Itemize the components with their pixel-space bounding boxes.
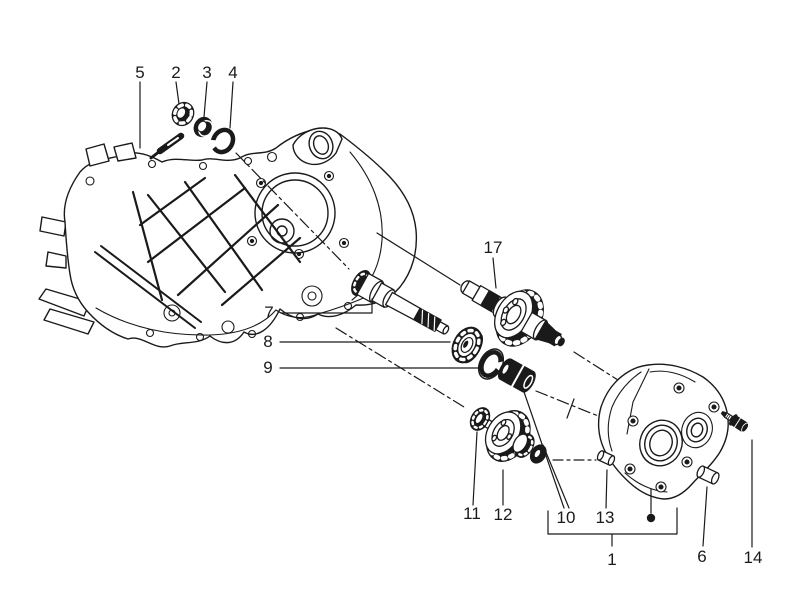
callout-13: 13 [596, 508, 615, 527]
chamber-bolt-holes [246, 170, 350, 260]
dowel-part-13 [596, 450, 616, 466]
callout-6: 6 [697, 547, 706, 566]
crankcase-lug [85, 143, 110, 167]
callout-7: 7 [264, 303, 273, 322]
counter-gear-cluster [469, 407, 547, 464]
callout-labels: 5 2 3 4 17 7 8 9 11 12 10 13 1 6 14 [135, 63, 762, 569]
callout-10: 10 [557, 508, 576, 527]
callout-14: 14 [744, 548, 763, 567]
rib-webbing [131, 173, 302, 307]
axis-gear17-entry [376, 232, 461, 286]
leader-lines [139, 81, 753, 548]
leader-13 [605, 469, 608, 509]
drive-shaft-part-7 [351, 269, 450, 335]
cover-bolt-bosses [624, 382, 720, 493]
transmission-cover [597, 363, 729, 500]
washer-part-3 [193, 116, 214, 138]
gasket-line [95, 296, 367, 336]
crankcase-lug [45, 251, 67, 269]
arm-hole-inner [312, 135, 330, 155]
assembly-axis-lines [235, 152, 688, 461]
cover-ridge [649, 370, 696, 383]
cover-output-hole [639, 419, 683, 467]
arm-hole [308, 130, 334, 160]
ball-bearing-part-8 [451, 326, 484, 364]
center-boss [269, 218, 295, 244]
crank-chamber-inner [261, 179, 329, 247]
pin-part-5 [149, 132, 185, 160]
axis-nut-to-shaft [235, 152, 350, 270]
callout-17: 17 [484, 238, 503, 257]
axis-jog [566, 398, 575, 419]
bushing-part-6 [696, 465, 720, 485]
leader-10b [542, 444, 570, 509]
circlip-part-4 [205, 127, 236, 155]
gear-part-12 [484, 410, 535, 462]
collar-spacer [529, 444, 547, 464]
crankcase-lug [43, 308, 95, 335]
leader-10a [522, 388, 565, 509]
callout-12: 12 [494, 505, 513, 524]
callout-4: 4 [228, 63, 237, 82]
leader-17 [492, 257, 497, 289]
leader-7 [280, 298, 373, 314]
crankcase-lug [113, 142, 137, 162]
leader-4 [229, 81, 234, 129]
callout-8: 8 [263, 332, 272, 351]
cover-shaft-hole [686, 417, 708, 443]
callout-2: 2 [171, 63, 180, 82]
leader-11 [472, 431, 478, 506]
gear-shaft-part-17 [460, 280, 565, 347]
bolt-part-14 [720, 411, 749, 433]
nut-part-2 [171, 101, 195, 127]
leader-6 [702, 486, 708, 547]
oil-seal-part-9 [477, 348, 512, 380]
leader-2 [175, 81, 180, 105]
cover-small-hole-boss [681, 411, 713, 449]
cover-rib [607, 371, 642, 452]
crankcase-lug [38, 288, 91, 317]
leader-3 [203, 81, 208, 118]
callout-9: 9 [263, 358, 272, 377]
leader-1-dot [646, 513, 656, 523]
callout-3: 3 [202, 63, 211, 82]
callout-5: 5 [135, 63, 144, 82]
spacer-part-10 [497, 358, 536, 393]
crankcase-half [38, 127, 418, 348]
callout-1: 1 [607, 550, 616, 569]
crankcase-lug [39, 216, 67, 237]
bracket-bar [94, 245, 202, 329]
callout-11: 11 [463, 504, 481, 523]
